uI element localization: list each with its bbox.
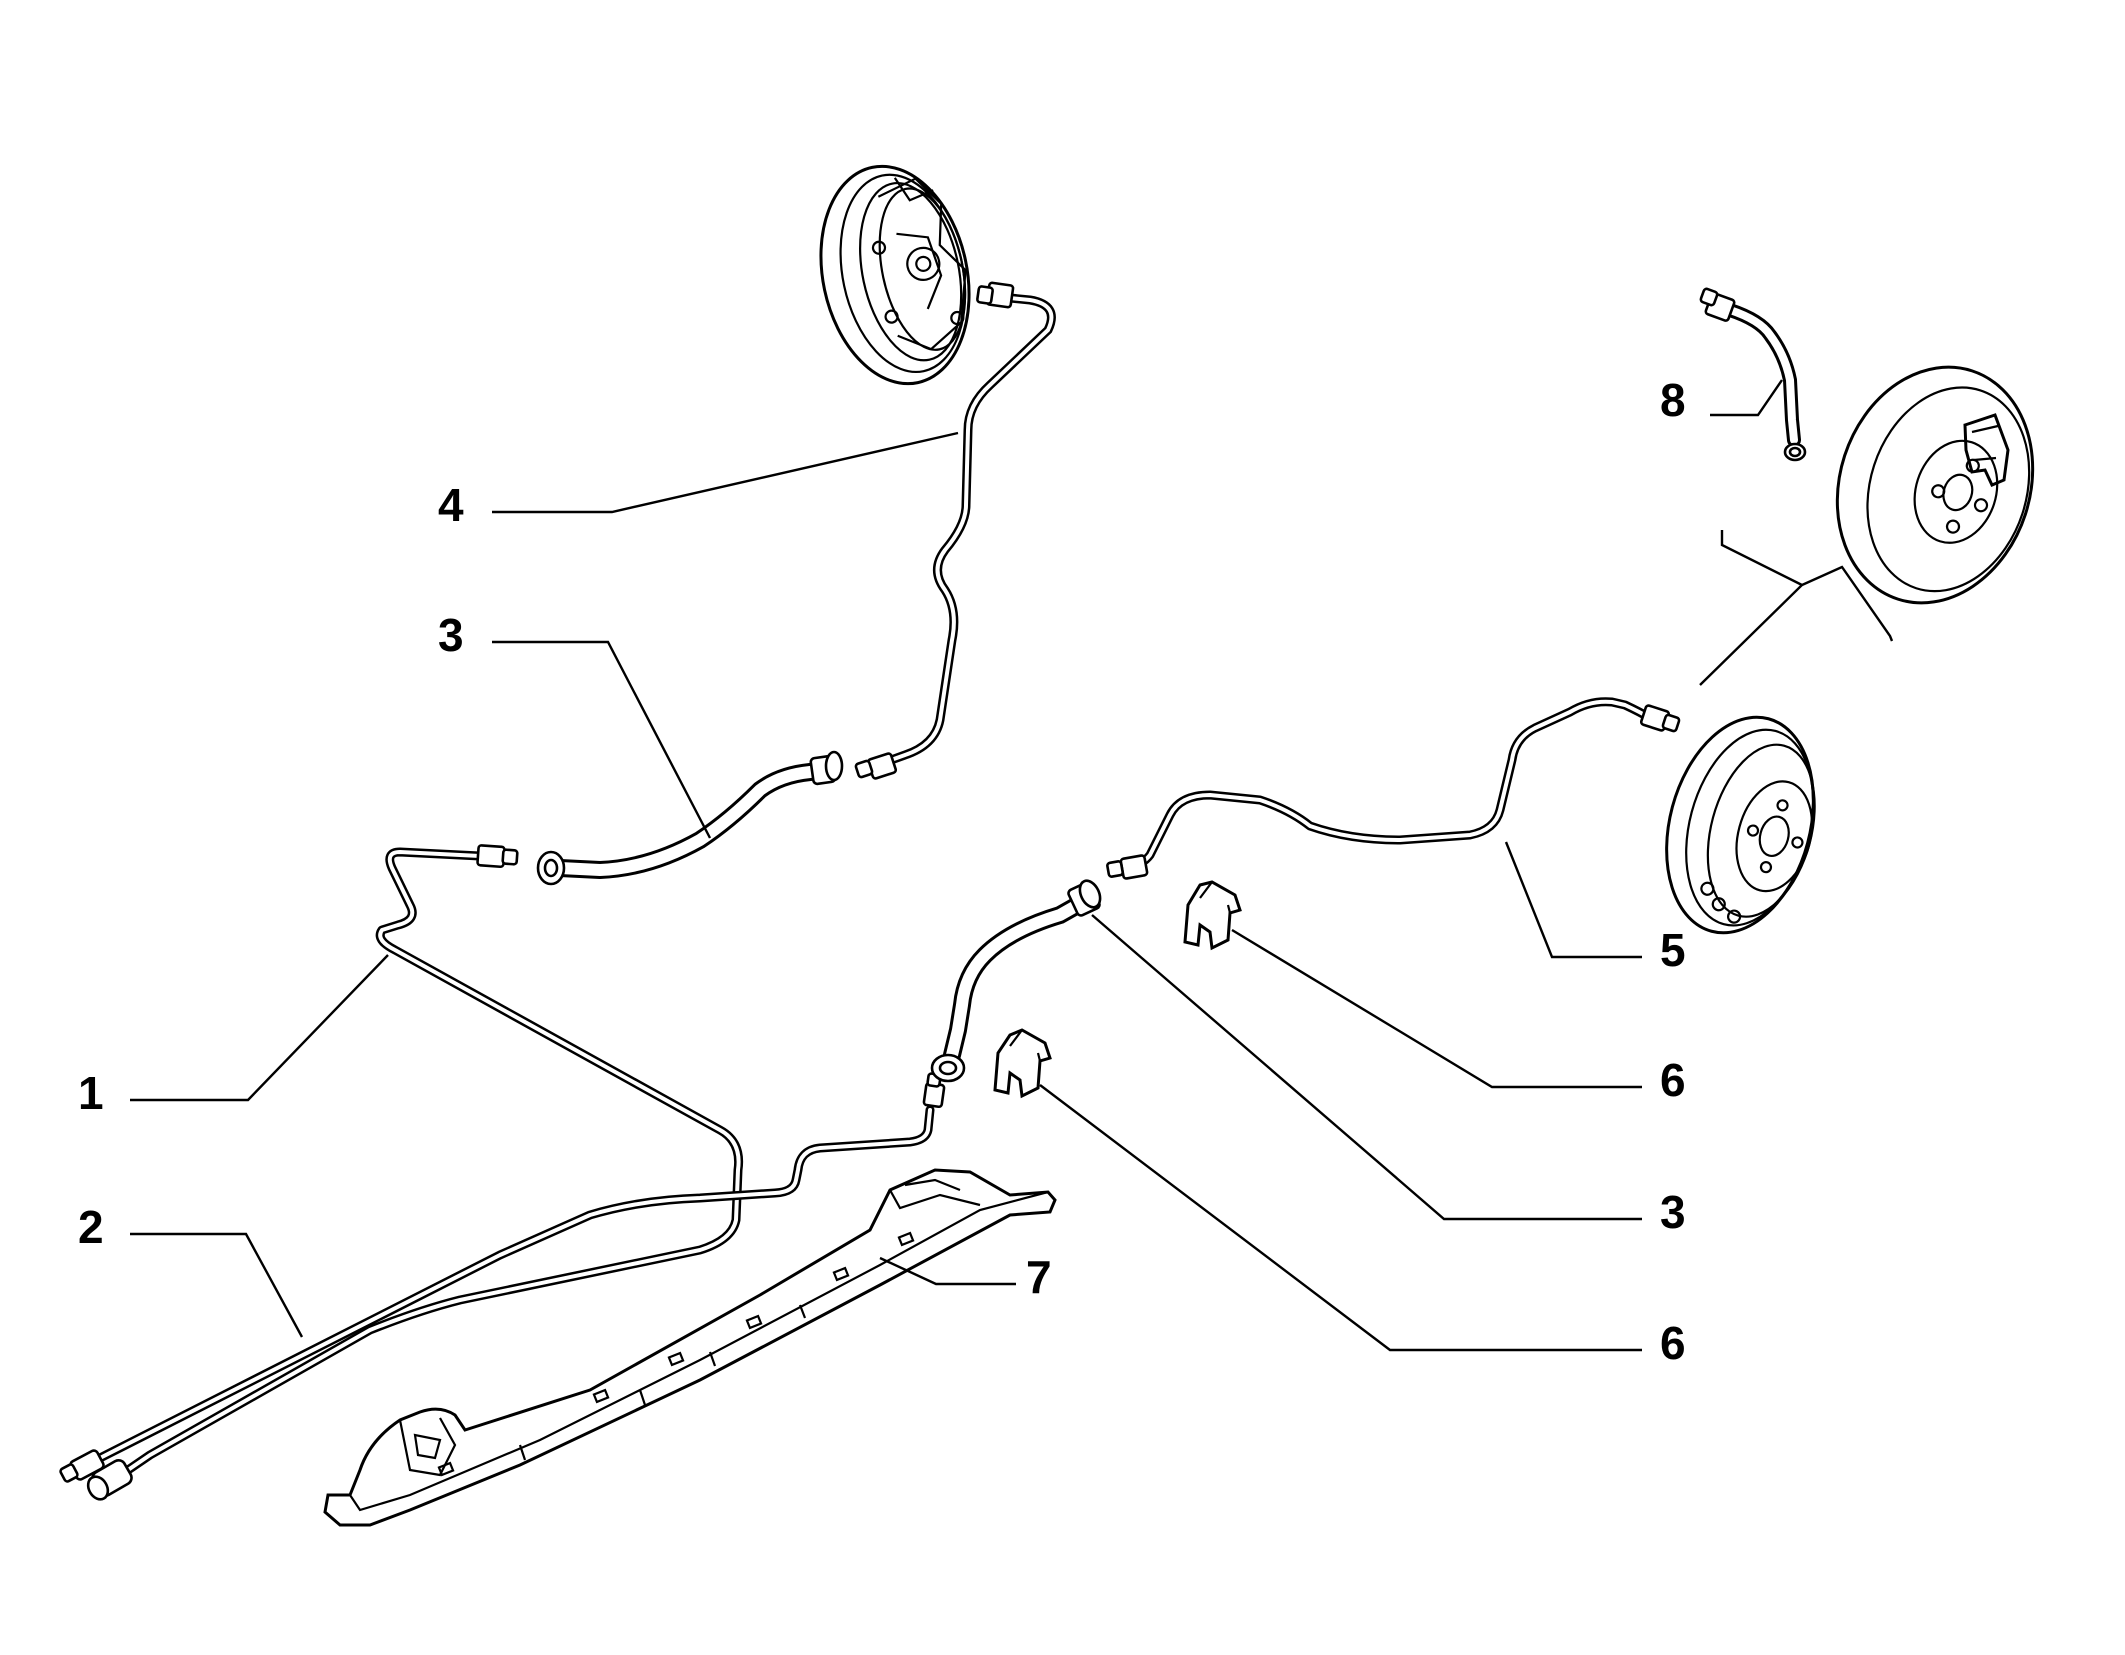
brake-pipe-2: [59, 1072, 946, 1483]
leader-3-upper: [492, 640, 712, 839]
pipe-1-end-fitting-top: [476, 844, 519, 869]
flexible-hose-3-lower: [930, 879, 1102, 1083]
callout-4: 4: [438, 479, 464, 531]
callout-labels: 1 2 3 4 5 6 3 6 7 8: [78, 374, 1686, 1369]
rear-disc-brake: [1699, 365, 2035, 686]
leader-7: [879, 1256, 1016, 1286]
leader-6-lower: [1039, 1084, 1642, 1352]
pipe-4-end-fitting-top: [976, 281, 1015, 309]
flexible-hose-8: [1699, 287, 1807, 462]
brake-pipe-5: [1106, 697, 1681, 880]
flexible-hose-3-upper: [536, 750, 844, 886]
brake-pipe-4: [854, 281, 1056, 780]
pipe-2-end-fitting-bottom: [59, 1449, 105, 1483]
leader-8: [1710, 379, 1783, 417]
pipe-2-end-fitting-top: [922, 1072, 946, 1109]
pipe-5-end-fitting-left: [1106, 854, 1149, 880]
clip-6-lower: [993, 1028, 1052, 1099]
callout-6-upper: 6: [1660, 1054, 1686, 1106]
callout-3-lower: 3: [1660, 1186, 1686, 1238]
rear-drum-brake: [1665, 715, 1816, 935]
callout-6-lower: 6: [1660, 1317, 1686, 1369]
leader-2: [130, 1232, 304, 1338]
leader-6-upper: [1231, 928, 1642, 1089]
pipe-4-end-fitting-bottom: [854, 752, 898, 780]
leader-1: [130, 954, 389, 1102]
callout-8: 8: [1660, 374, 1686, 426]
pipe-5-end-fitting-right: [1639, 704, 1681, 733]
callout-1: 1: [78, 1067, 104, 1119]
leader-5: [1504, 841, 1642, 959]
rear-drum-brake-backplate: [819, 164, 971, 386]
clip-6-upper: [1183, 880, 1242, 951]
pipe-protection-guard-7: [323, 1168, 1057, 1527]
callout-2: 2: [78, 1201, 104, 1253]
brake-pipe-1: [86, 844, 744, 1501]
callout-5: 5: [1660, 924, 1686, 976]
leader-lines: [130, 379, 1783, 1352]
callout-3-upper: 3: [438, 609, 464, 661]
leader-4: [492, 431, 959, 514]
leader-3-lower: [1091, 914, 1642, 1221]
callout-7: 7: [1026, 1251, 1052, 1303]
